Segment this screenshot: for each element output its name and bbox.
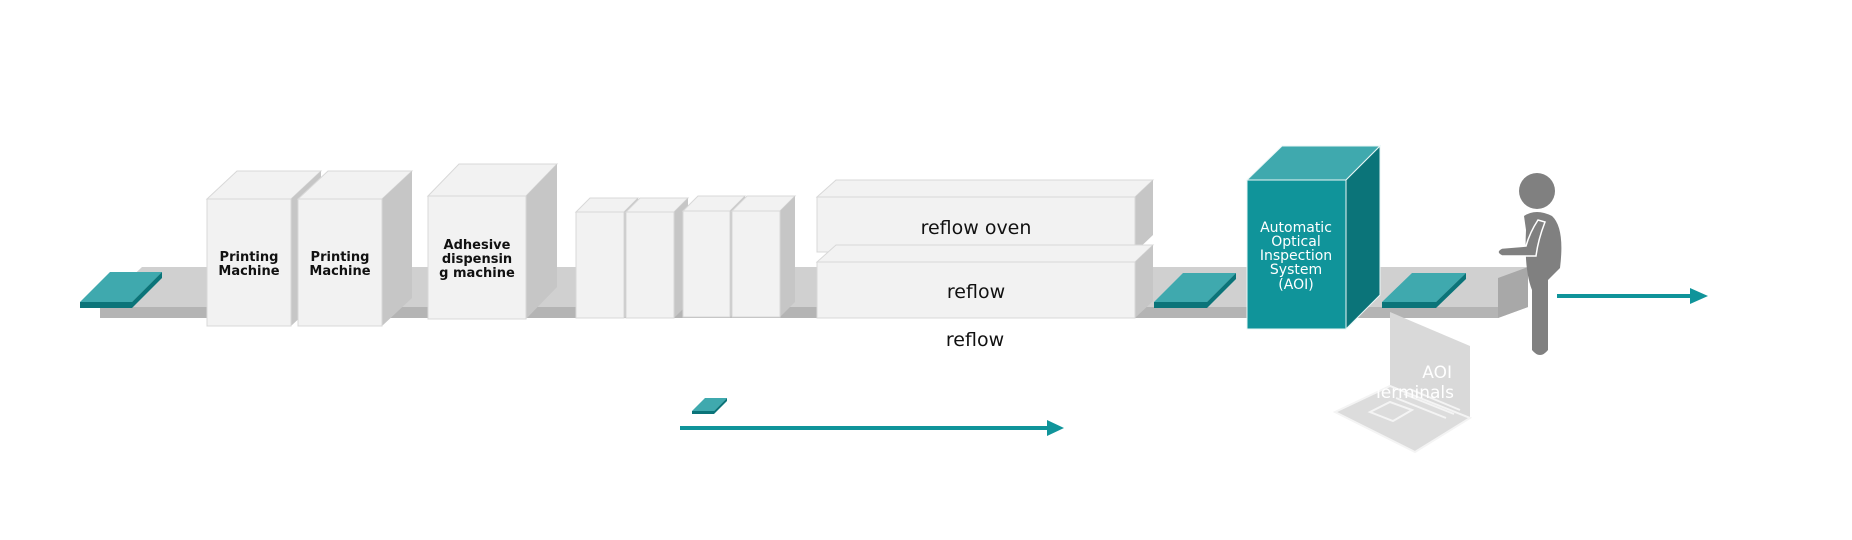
printing-machine-2-label-line-2: Machine xyxy=(309,264,370,279)
reflow-label: reflow xyxy=(947,281,1005,303)
adhesive-machine-label-line-3: g machine xyxy=(439,266,515,281)
laptop-icon: AOI Terminals xyxy=(1332,312,1473,454)
aoi-label-line-2: Optical xyxy=(1271,234,1320,250)
reflow-caption: reflow xyxy=(946,329,1004,351)
mounter-module-4 xyxy=(730,195,797,318)
aoi-machine: Automatic Optical Inspection System (AOI… xyxy=(1245,144,1382,331)
printing-machine-1-label-line-2: Machine xyxy=(218,264,279,279)
pcb-board-icon xyxy=(1154,273,1236,308)
aoi-label-line-5: (AOI) xyxy=(1278,277,1313,293)
mounter-module-2 xyxy=(624,197,690,319)
printing-machine-2-label-line-1: Printing xyxy=(311,250,370,265)
reflow-oven: reflow oven reflow xyxy=(815,179,1155,319)
aoi-terminal-label-line-2: Terminals xyxy=(1372,383,1454,403)
reflow-oven-label: reflow oven xyxy=(921,217,1032,239)
aoi-terminal-label-line-1: AOI xyxy=(1422,363,1452,383)
adhesive-machine-label-line-2: dispensin xyxy=(442,252,512,267)
arrow-right-icon xyxy=(1557,288,1708,304)
arrow-right-icon xyxy=(680,420,1064,436)
printing-machine-1-label-line-1: Printing xyxy=(220,250,279,265)
aoi-label-line-3: Inspection xyxy=(1260,248,1332,264)
person-icon xyxy=(1497,173,1562,355)
pcb-board-icon xyxy=(1382,273,1466,308)
printing-machine-2: Printing Machine xyxy=(296,170,414,327)
aoi-label-line-1: Automatic xyxy=(1260,220,1332,236)
pcb-board-icon xyxy=(692,398,727,414)
pcb-board-icon xyxy=(80,272,162,308)
adhesive-dispensing-machine: Adhesive dispensin g machine xyxy=(426,163,559,320)
aoi-label-line-4: System xyxy=(1270,262,1322,278)
adhesive-machine-label-line-1: Adhesive xyxy=(444,238,511,253)
